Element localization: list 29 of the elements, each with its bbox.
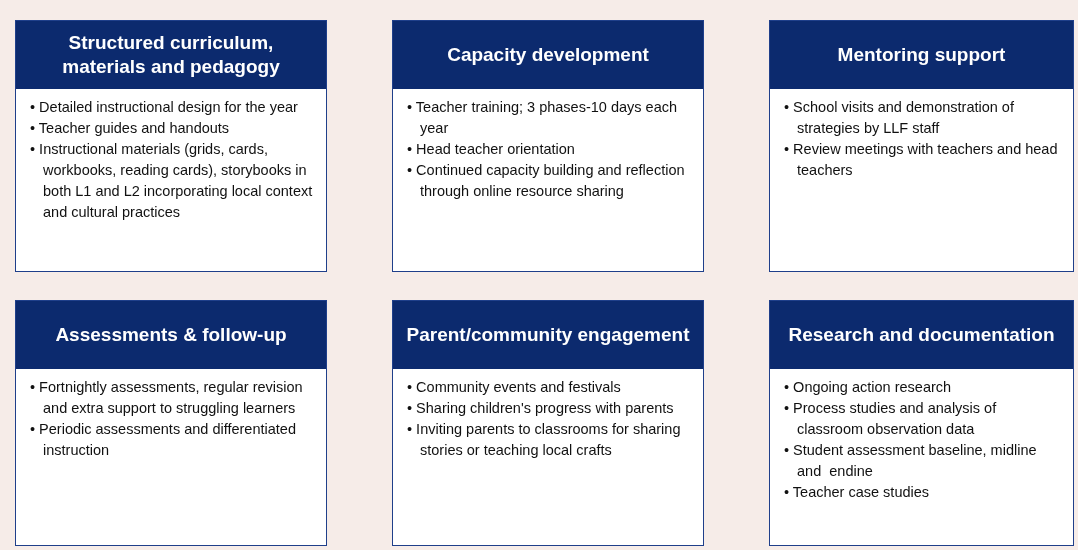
- card-heading: Capacity development: [393, 21, 703, 89]
- bullet-item: • Periodic assessments and differentiated instruction: [30, 420, 297, 461]
- bullet-item: • Sharing children's progress with parents: [407, 399, 675, 418]
- bullet-item: • Continued capacity building and reflection through online resource sharing: [407, 161, 686, 202]
- info-card: [15, 300, 327, 546]
- bullet-item: • Student assessment baseline, midline and endine: [784, 441, 1038, 482]
- card-heading: Assessments & follow-up: [16, 301, 326, 369]
- info-card: [392, 300, 704, 546]
- bullet-item: • Fortnightly assessments, regular revision and extra support to struggling learners: [30, 378, 304, 418]
- bullet-item: • Community events and festivals: [407, 378, 622, 397]
- bullet-item: • Ongoing action research: [784, 378, 953, 397]
- card-heading: Parent/community engagement: [393, 301, 703, 369]
- bullet-item: • Instructional materials (grids, cards, workbooks, reading cards), storybooks in both L1 and L2 incorporating local context and cultural practices: [30, 140, 314, 223]
- bullet-item: • Teacher case studies: [784, 483, 931, 503]
- bullet-item: • Detailed instructional design for the year: [30, 98, 299, 117]
- bullet-item: • Teacher guides and handouts: [30, 119, 231, 138]
- info-card: [392, 20, 704, 272]
- card-heading: Structured curriculum, materials and pedagogy: [16, 21, 326, 89]
- info-card: [769, 20, 1074, 272]
- card-heading: Mentoring support: [770, 21, 1073, 89]
- bullet-item: • Process studies and analysis of classroom observation data: [784, 399, 998, 440]
- info-card: [769, 300, 1074, 546]
- bullet-item: • School visits and demonstration of strategies by LLF staff: [784, 98, 1015, 138]
- bullet-item: • Head teacher orientation: [407, 140, 576, 160]
- card-heading: Research and documentation: [770, 301, 1073, 369]
- bullet-item: • Review meetings with teachers and head teachers: [784, 140, 1059, 181]
- bullet-item: • Teacher training; 3 phases-10 days each year: [407, 98, 678, 138]
- bullet-item: • Inviting parents to classrooms for sharing stories or teaching local crafts: [407, 420, 682, 461]
- info-card: [15, 20, 327, 272]
